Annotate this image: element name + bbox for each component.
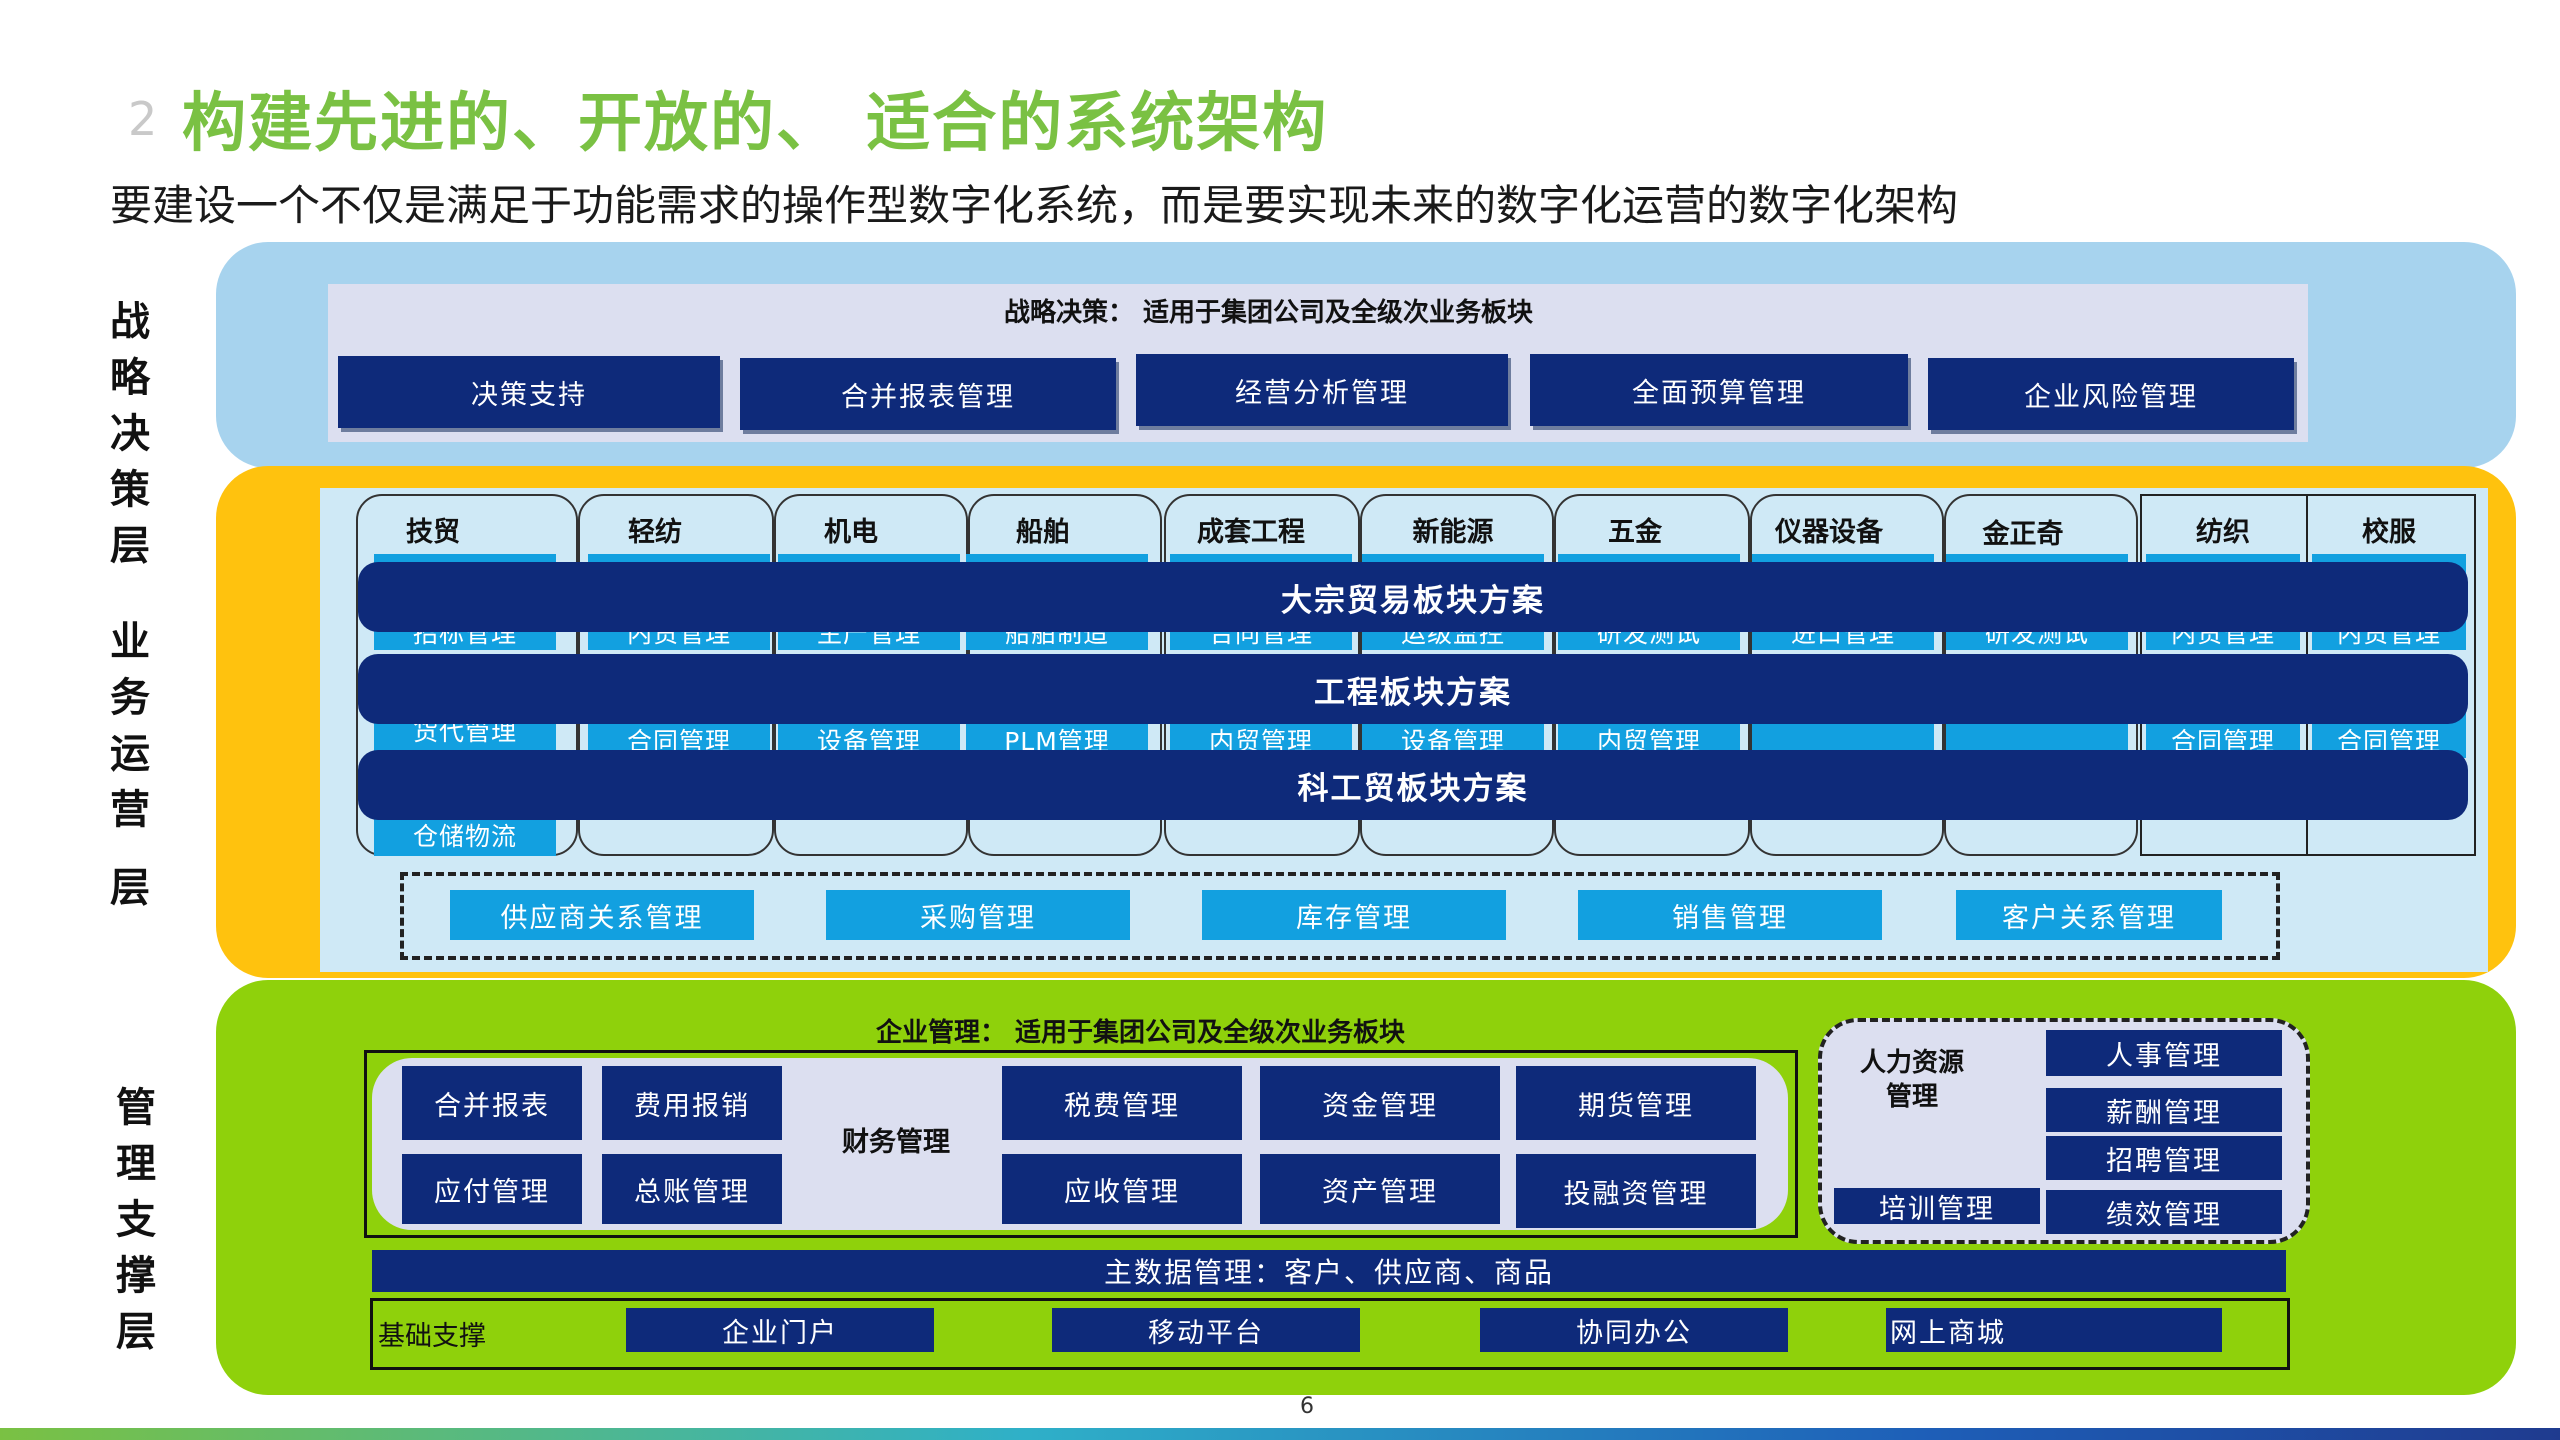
page-title: 构建先进的、开放的、 适合的系统架构: [182, 87, 1329, 161]
strategy-module[interactable]: 全面预算管理: [1530, 354, 1908, 426]
page-number: 6: [1300, 1394, 1314, 1419]
hr-module[interactable]: 绩效管理: [2046, 1190, 2282, 1234]
finance-label: 财务管理: [842, 1127, 950, 1158]
management-caption: 企业管理： 适用于集团公司及全级次业务板块: [876, 1018, 1406, 1048]
side-label-business: 业务运营层: [110, 619, 150, 911]
base-module[interactable]: 网上商城: [1886, 1308, 2222, 1352]
hr-module[interactable]: 人事管理: [2046, 1030, 2282, 1076]
strategy-module[interactable]: 决策支持: [338, 356, 720, 428]
page-subtitle: 要建设一个不仅是满足于功能需求的操作型数字化系统，而是要实现未来的数字化运营的数…: [110, 181, 1959, 230]
industry-header: 仪器设备: [1775, 517, 1883, 548]
finance-module[interactable]: 合并报表: [402, 1066, 582, 1140]
industry-header: 成套工程: [1197, 517, 1305, 548]
finance-module[interactable]: 应付管理: [402, 1154, 582, 1224]
industry-header: 轻纺: [628, 517, 682, 548]
common-module[interactable]: 销售管理: [1578, 890, 1882, 940]
industry-header: 技贸: [406, 517, 460, 548]
base-support-label: 基础支撑: [378, 1321, 486, 1352]
industry-header: 新能源: [1412, 517, 1494, 548]
hr-label: 人力资源 管理: [1860, 1048, 1965, 1112]
base-module[interactable]: 企业门户: [626, 1308, 934, 1352]
section-number: 2: [128, 92, 158, 146]
industry-header: 金正奇: [1982, 519, 2064, 550]
common-module[interactable]: 客户关系管理: [1956, 890, 2222, 940]
bottom-gradient-bar: [0, 1428, 2560, 1440]
industry-header: 机电: [824, 517, 878, 548]
finance-module[interactable]: 税费管理: [1002, 1066, 1242, 1140]
finance-module[interactable]: 资金管理: [1260, 1066, 1500, 1140]
industry-header: 船舶: [1016, 517, 1070, 548]
finance-module[interactable]: 应收管理: [1002, 1154, 1242, 1224]
base-module[interactable]: 移动平台: [1052, 1308, 1360, 1352]
strategy-module[interactable]: 企业风险管理: [1928, 358, 2294, 430]
finance-module[interactable]: 资产管理: [1260, 1154, 1500, 1224]
scheme-bar-engineering[interactable]: 工程板块方案: [358, 654, 2468, 724]
scheme-bar-bulk-trade[interactable]: 大宗贸易板块方案: [358, 562, 2468, 632]
common-module[interactable]: 库存管理: [1202, 890, 1506, 940]
strategy-module[interactable]: 合并报表管理: [740, 358, 1116, 430]
scheme-bar-tech-industry-trade[interactable]: 科工贸板块方案: [358, 750, 2468, 820]
industry-header: 五金: [1608, 517, 1662, 548]
strategy-caption: 战略决策： 适用于集团公司及全级次业务板块: [1004, 298, 1534, 328]
common-module[interactable]: 供应商关系管理: [450, 890, 754, 940]
common-module[interactable]: 采购管理: [826, 890, 1130, 940]
finance-module[interactable]: 总账管理: [602, 1154, 782, 1224]
finance-module[interactable]: 期货管理: [1516, 1066, 1756, 1140]
hr-module[interactable]: 薪酬管理: [2046, 1088, 2282, 1132]
finance-frame: [364, 1050, 1798, 1238]
base-module[interactable]: 协同办公: [1480, 1308, 1788, 1352]
finance-module[interactable]: 费用报销: [602, 1066, 782, 1140]
sub-module[interactable]: 仓储物流: [374, 814, 556, 856]
common-modules-frame: [400, 872, 2280, 960]
strategy-module[interactable]: 经营分析管理: [1136, 354, 1508, 426]
side-label-management: 管理支撑层: [116, 1085, 156, 1355]
finance-module[interactable]: 投融资管理: [1516, 1154, 1756, 1228]
industry-header: 校服: [2362, 517, 2416, 548]
master-data-bar[interactable]: 主数据管理：客户、供应商、商品: [372, 1250, 2286, 1292]
base-support-frame: [370, 1298, 2290, 1370]
hr-module[interactable]: 招聘管理: [2046, 1136, 2282, 1180]
hr-module[interactable]: 培训管理: [1834, 1188, 2040, 1225]
side-label-strategy: 战略决策层: [110, 299, 150, 569]
industry-header: 纺织: [2196, 517, 2250, 548]
